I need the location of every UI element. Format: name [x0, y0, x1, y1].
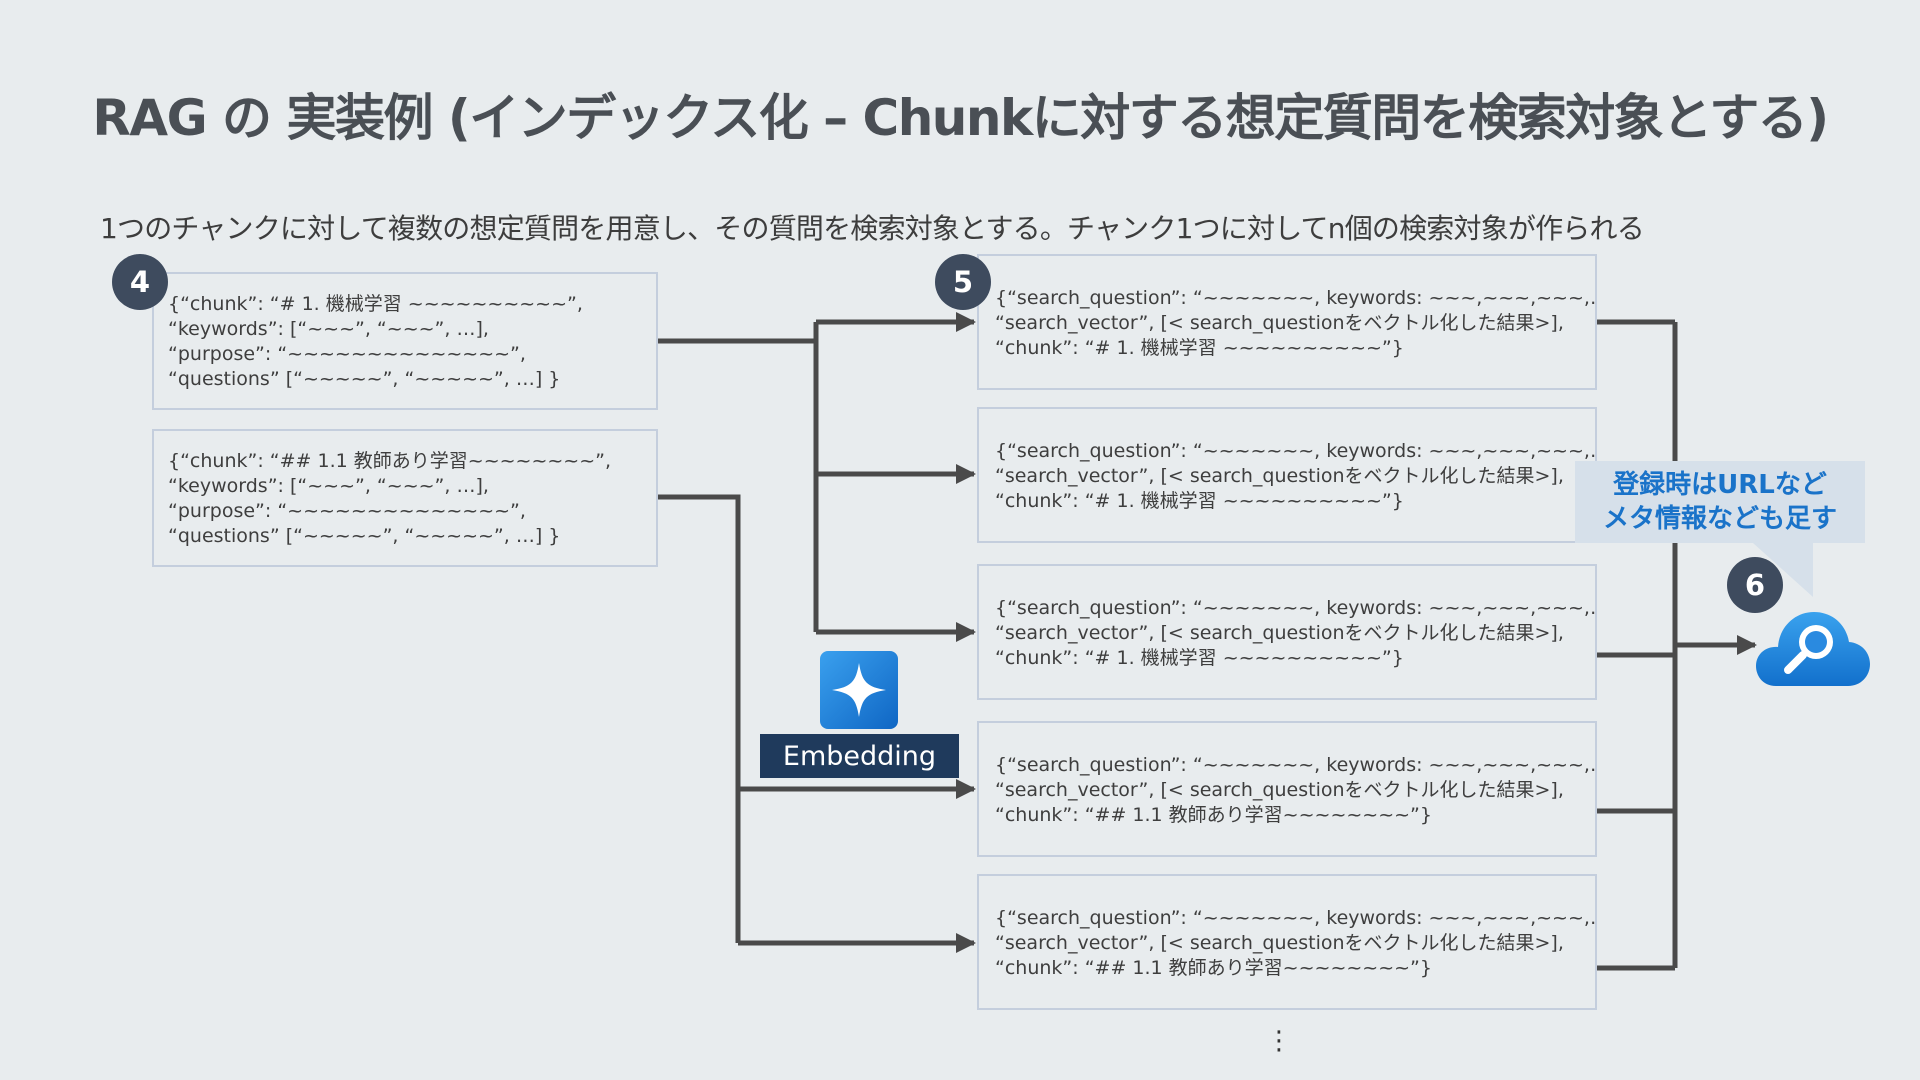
- step-badge-4: 4: [112, 254, 168, 310]
- search-doc-line: “chunk”: “## 1.1 教師あり学習~~~~~~~~”}: [995, 957, 1432, 979]
- search-doc-line: “search_vector”, [< search_questionをベクトル…: [995, 932, 1564, 954]
- search-doc-line: “search_vector”, [< search_questionをベクトル…: [995, 779, 1564, 801]
- search-doc-line: “chunk”: “## 1.1 教師あり学習~~~~~~~~”}: [995, 804, 1432, 826]
- callout-line: メタ情報なども足す: [1602, 504, 1837, 534]
- search-doc-line: {“search_question”: “~~~~~~~, keywords: …: [995, 907, 1597, 929]
- callout-bubble: [1575, 461, 1865, 597]
- search-doc-line: {“search_question”: “~~~~~~~, keywords: …: [995, 597, 1597, 619]
- embedding-label: Embedding: [760, 734, 959, 778]
- slide-title: RAG の 実装例 (インデックス化 – Chunkに対する想定質問を検索対象と…: [92, 89, 1829, 147]
- step-badge-6: 6: [1727, 557, 1783, 613]
- search-doc-box-5: {“search_question”: “~~~~~~~, keywords: …: [977, 874, 1597, 1010]
- cloud-search-icon: [1756, 612, 1870, 686]
- chunk-line: “questions” [“~~~~~”, “~~~~~”, …] }: [168, 525, 561, 547]
- chunk-box-1: {“chunk”: “# 1. 機械学習 ~~~~~~~~~~”, “keywo…: [152, 272, 658, 410]
- search-doc-line: “search_vector”, [< search_questionをベクトル…: [995, 465, 1564, 487]
- chunk-line: {“chunk”: “## 1.1 教師あり学習~~~~~~~~”,: [168, 450, 612, 472]
- step-badge-5: 5: [935, 254, 991, 310]
- search-doc-box-2: {“search_question”: “~~~~~~~, keywords: …: [977, 407, 1597, 543]
- search-doc-box-1: {“search_question”: “~~~~~~~, keywords: …: [977, 254, 1597, 390]
- search-doc-box-3: {“search_question”: “~~~~~~~, keywords: …: [977, 564, 1597, 700]
- chunk-line: “questions” [“~~~~~”, “~~~~~”, …] }: [168, 368, 561, 390]
- slide-subtitle: 1つのチャンクに対して複数の想定質問を用意し、その質問を検索対象とする。チャンク…: [100, 212, 1645, 245]
- search-doc-box-4: {“search_question”: “~~~~~~~, keywords: …: [977, 721, 1597, 857]
- search-doc-line: “chunk”: “# 1. 機械学習 ~~~~~~~~~~”}: [995, 490, 1404, 512]
- chunk-box-2: {“chunk”: “## 1.1 教師あり学習~~~~~~~~”, “keyw…: [152, 429, 658, 567]
- search-doc-line: {“search_question”: “~~~~~~~, keywords: …: [995, 440, 1597, 462]
- search-doc-line: “search_vector”, [< search_questionをベクトル…: [995, 622, 1564, 644]
- callout-line: 登録時はURLなど: [1613, 470, 1827, 500]
- sparkle-icon: [820, 651, 898, 729]
- chunk-line: “purpose”: “~~~~~~~~~~~~~~”,: [168, 343, 526, 365]
- chunk-line: {“chunk”: “# 1. 機械学習 ~~~~~~~~~~”,: [168, 293, 583, 315]
- more-indicator: ⋮: [1266, 1026, 1292, 1056]
- connector-chunk2-main: [658, 494, 741, 943]
- callout-text: 登録時はURLなど メタ情報なども足す: [1575, 468, 1865, 536]
- chunk-line: “purpose”: “~~~~~~~~~~~~~~”,: [168, 500, 526, 522]
- search-doc-line: “search_vector”, [< search_questionをベクトル…: [995, 312, 1564, 334]
- search-doc-line: “chunk”: “# 1. 機械学習 ~~~~~~~~~~”}: [995, 337, 1404, 359]
- chunk-line: “keywords”: [“~~~”, “~~~”, …],: [168, 318, 489, 340]
- search-doc-line: {“search_question”: “~~~~~~~, keywords: …: [995, 287, 1597, 309]
- search-doc-line: {“search_question”: “~~~~~~~, keywords: …: [995, 754, 1597, 776]
- chunk-line: “keywords”: [“~~~”, “~~~”, …],: [168, 475, 489, 497]
- search-doc-line: “chunk”: “# 1. 機械学習 ~~~~~~~~~~”}: [995, 647, 1404, 669]
